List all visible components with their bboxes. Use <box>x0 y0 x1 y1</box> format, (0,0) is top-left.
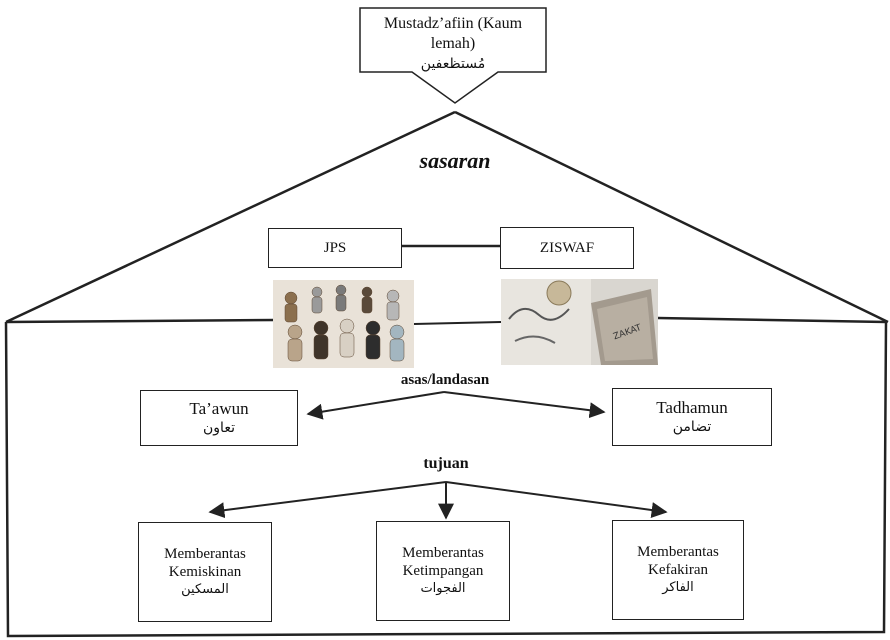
principle-tadhamun-latin: Tadhamun <box>656 398 728 417</box>
principle-taawun-box: Ta’awun تعاون <box>140 390 298 446</box>
goal-line2: Kemiskinan <box>168 564 242 580</box>
goal-line2: Kefakiran <box>648 562 708 578</box>
asas-arrow-right <box>443 391 606 419</box>
goal-line1: Memberantas <box>637 544 719 560</box>
program-ziswaf-label: ZISWAF <box>539 240 595 256</box>
paper-people-photo <box>273 280 414 368</box>
sasaran-label: sasaran <box>419 148 491 173</box>
target-arabic: مُستظعفين <box>420 56 486 72</box>
goal-line1: Memberantas <box>164 546 246 562</box>
target-callout: Mustadz’afiin (Kaum lemah) مُستظعفين <box>362 14 544 72</box>
goal-line2: Ketimpangan <box>402 563 484 579</box>
roof-left-line <box>5 110 456 324</box>
goal-box-ketimpangan: Memberantas Ketimpangan الفجوات <box>376 521 510 621</box>
target-title: Mustadz’afiin (Kaum lemah) <box>383 15 523 52</box>
tujuan-label: tujuan <box>423 455 469 472</box>
principle-taawun-latin: Ta’awun <box>189 399 249 418</box>
goal-arabic: الفجوات <box>420 581 466 596</box>
tujuan-arrow-left <box>208 481 447 519</box>
principle-tadhamun-arabic: تضامن <box>672 419 712 435</box>
zakat-photo: ZAKAT <box>501 279 658 365</box>
program-ziswaf-box: ZISWAF <box>500 227 634 269</box>
asas-arrow-left <box>306 391 445 420</box>
goal-arabic: المسكين <box>181 582 229 597</box>
goal-box-kefakiran: Memberantas Kefakiran الفاكر <box>612 520 744 620</box>
roof-right-line <box>454 110 889 324</box>
zakat-money-icon: ZAKAT <box>501 279 658 365</box>
house-top-right-line <box>657 316 887 324</box>
goal-arabic: الفاكر <box>662 580 694 595</box>
house-frame <box>4 321 888 638</box>
tujuan-arrow-right <box>445 481 668 518</box>
goal-line1: Memberantas <box>402 545 484 561</box>
paper-people-icon <box>273 280 414 368</box>
goal-box-kemiskinan: Memberantas Kemiskinan المسكين <box>138 522 272 622</box>
principle-taawun-arabic: تعاون <box>203 420 235 436</box>
principle-tadhamun-box: Tadhamun تضامن <box>612 388 772 446</box>
house-top-left-line <box>5 318 276 324</box>
program-jps-label: JPS <box>323 240 347 256</box>
program-jps-box: JPS <box>268 228 402 268</box>
photo-connector <box>413 321 502 325</box>
asas-label: asas/landasan <box>400 372 490 388</box>
